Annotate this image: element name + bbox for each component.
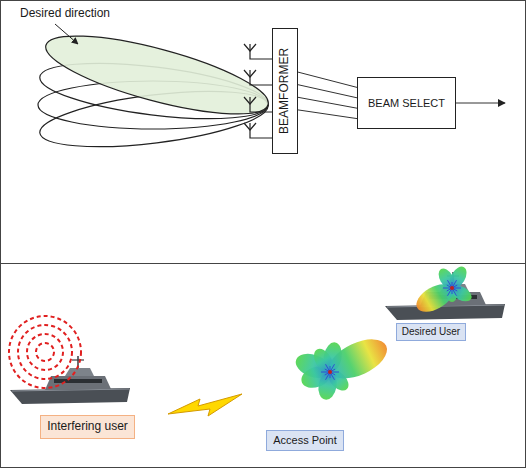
radiation-pattern: [412, 264, 474, 318]
lightning-bolt: [168, 394, 242, 416]
interference-rings: [18, 325, 72, 379]
radiation-pattern: [450, 286, 454, 290]
interference-rings: [9, 316, 81, 388]
radiation-pattern: [412, 278, 458, 317]
box-label: Desired User: [402, 326, 460, 338]
antenna-symbol: [250, 70, 273, 85]
signal-line: [298, 85, 357, 98]
access-point-tag: Access Point: [266, 430, 344, 451]
antenna-symbol: [250, 44, 273, 59]
ship: [65, 368, 94, 376]
output-arrow: [456, 103, 505, 104]
antenna-symbol: [250, 123, 273, 138]
interfering-user-tag: Interfering user: [40, 415, 135, 439]
beam-select-box: BEAM SELECT: [357, 77, 456, 129]
ship: [72, 359, 84, 360]
beamformer-box: BEAMFORMER: [272, 28, 298, 154]
radiation-pattern: [292, 331, 393, 401]
ship: [54, 379, 102, 383]
beam-lobes: [37, 20, 275, 157]
signal-line: [298, 72, 357, 87]
box-label: Access Point: [273, 434, 337, 447]
antenna-symbol: [244, 44, 273, 138]
radiation-pattern: [328, 370, 332, 374]
direction-label: Desired direction: [20, 7, 110, 21]
ship: [10, 356, 130, 404]
signal-line: [298, 110, 357, 119]
ship-illustration: [10, 272, 505, 404]
panel-frame: [0, 263, 526, 264]
beam-lobes: [39, 20, 275, 130]
radiation-pattern: [323, 331, 393, 386]
desired-user-tag: Desired User: [396, 323, 466, 341]
interference-rings: [36, 343, 54, 361]
antenna-pattern: [292, 264, 474, 401]
lightning-bolt: [168, 394, 242, 416]
ship: [45, 376, 111, 390]
leader-line: [55, 24, 78, 44]
interference-rings: [27, 334, 63, 370]
box-label: BEAM SELECT: [368, 97, 445, 110]
interference-rings: [9, 316, 81, 388]
ship: [385, 304, 505, 320]
leader-line: [55, 24, 78, 44]
box-label: BEAMFORMER: [278, 48, 292, 134]
box-label: Interfering user: [47, 420, 128, 434]
antenna-symbol: [250, 97, 273, 112]
signal-line: [298, 97, 357, 108]
ship: [10, 388, 130, 404]
